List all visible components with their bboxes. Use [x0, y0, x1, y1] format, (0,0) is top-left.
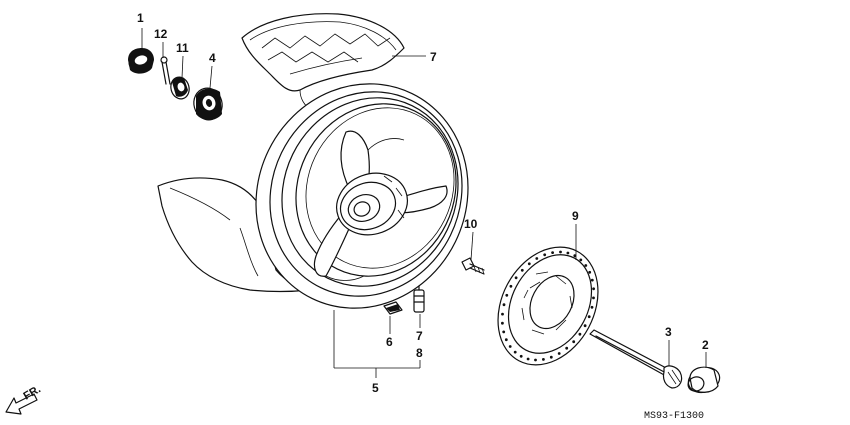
disc-hole [505, 293, 509, 297]
bearing-part-4 [193, 87, 223, 121]
disc-hole [543, 253, 547, 257]
disc-hole [527, 262, 531, 266]
front-arrow-icon [5, 393, 38, 415]
disc-hole [508, 345, 512, 348]
bolt-part-10 [461, 257, 485, 275]
callout-11: 11 [176, 41, 189, 55]
wheel-hub [336, 172, 408, 236]
disc-hole [592, 296, 595, 300]
disc-hole [504, 338, 508, 342]
cap-part-2 [687, 366, 721, 394]
callout-12: 12 [154, 27, 168, 41]
disc-hole [502, 330, 506, 334]
disc-hole [572, 340, 576, 344]
disc-hole [557, 352, 561, 355]
disc-hole [590, 305, 594, 309]
brake-disc-holes [501, 250, 595, 362]
callout-4: 4 [209, 51, 216, 65]
cotter-pin-part-12 [160, 56, 171, 85]
disc-hole [559, 250, 562, 254]
disc-hole [551, 251, 554, 255]
collar-part-1 [128, 48, 154, 74]
callout-2: 2 [702, 338, 709, 352]
disc-hole [588, 270, 592, 274]
disc-hole [509, 284, 513, 288]
disc-hole [578, 332, 582, 336]
disc-hole [514, 276, 518, 280]
callout-1: 1 [137, 11, 144, 25]
disc-hole [584, 264, 588, 267]
disc-hole [549, 355, 553, 359]
valve-part-7 [413, 285, 425, 313]
callout-5: 5 [372, 381, 379, 395]
callout-7-tire: 7 [430, 50, 437, 64]
tire [241, 13, 405, 111]
brake-disc-part-9 [497, 246, 599, 366]
callout-6: 6 [386, 335, 393, 349]
disc-hole [501, 321, 504, 325]
callout-7-valve: 7 [416, 329, 423, 343]
callout-9: 9 [572, 209, 579, 223]
callouts: 1 12 11 4 7 10 9 7 6 8 5 3 2 [137, 11, 709, 395]
disc-hole [565, 346, 569, 350]
disc-hole [520, 268, 524, 272]
disc-hole [535, 257, 539, 260]
front-direction-label: FR. [22, 383, 43, 402]
dust-seal-part-11 [170, 76, 190, 100]
disc-hole [513, 350, 517, 354]
drawing-code: MS93-F1300 [644, 411, 704, 422]
balance-weight-part-6 [383, 301, 403, 315]
front-direction-indicator: FR. [5, 383, 43, 415]
disc-hole [573, 254, 577, 258]
callout-8: 8 [416, 346, 423, 360]
disc-hole [542, 358, 545, 361]
leader-lines [141, 28, 707, 378]
disc-hole [590, 278, 594, 282]
disc-hole [583, 324, 587, 328]
disc-hole [519, 354, 523, 358]
disc-hole [579, 258, 583, 262]
disc-hole [534, 358, 537, 362]
axle-part-3 [589, 329, 683, 389]
callout-3: 3 [665, 325, 672, 339]
disc-hole [526, 357, 530, 361]
disc-hole [566, 251, 570, 255]
disc-hole [592, 287, 595, 291]
disc-hole [501, 312, 504, 316]
disc-hole [587, 315, 591, 319]
callout-10: 10 [464, 217, 478, 231]
disc-hole [502, 303, 506, 307]
